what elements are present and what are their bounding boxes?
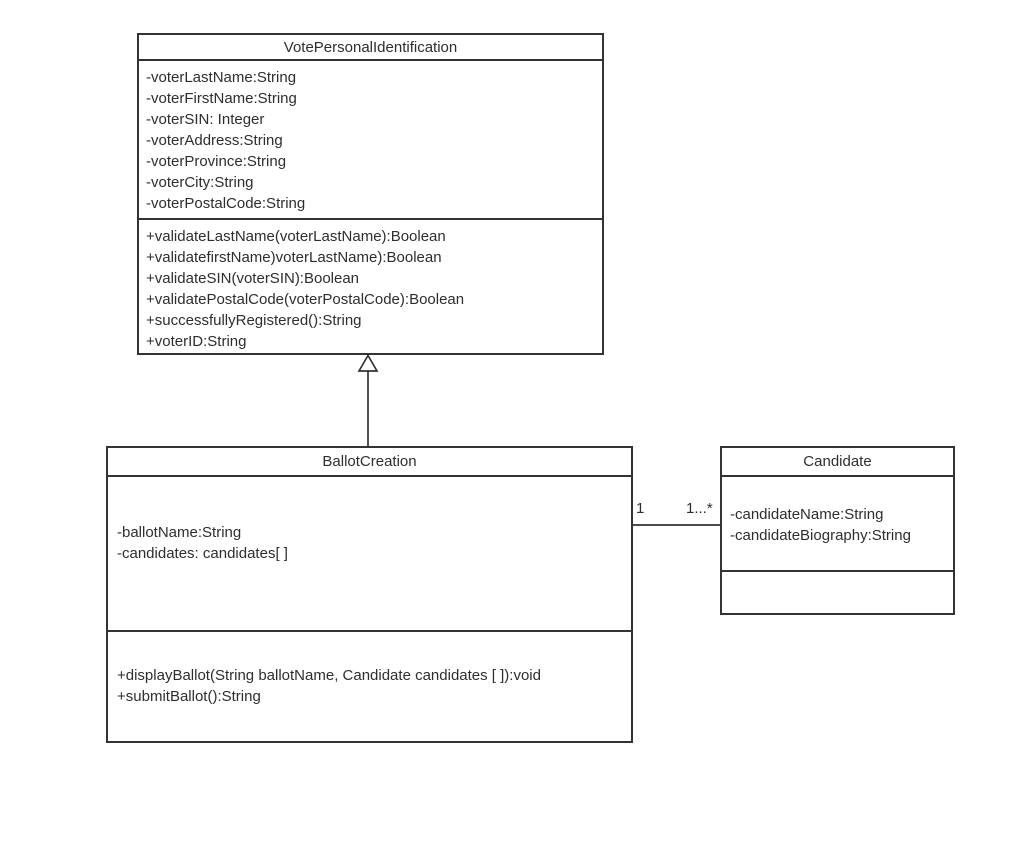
attribute: -voterCity:String bbox=[146, 174, 254, 191]
class-ballotcreation[interactable]: BallotCreation -ballotName:String -candi… bbox=[106, 446, 633, 743]
method: +validateSIN(voterSIN):Boolean bbox=[146, 270, 360, 287]
attributes-compartment: -voterLastName:String -voterFirstName:St… bbox=[139, 61, 602, 220]
method: +voterID:String bbox=[146, 333, 247, 350]
class-candidate[interactable]: Candidate -candidateName:String -candida… bbox=[720, 446, 955, 615]
hollow-triangle-arrowhead bbox=[357, 353, 379, 372]
association-multiplicity-target: 1...* bbox=[686, 500, 713, 517]
methods-compartment: +displayBallot(String ballotName, Candid… bbox=[108, 632, 631, 741]
method: +validatefirstName)voterLastName):Boolea… bbox=[146, 249, 442, 266]
attribute: -voterLastName:String bbox=[146, 69, 297, 86]
attribute: -candidateBiography:String bbox=[730, 527, 911, 544]
generalization-connector[interactable] bbox=[357, 353, 379, 447]
attribute: -voterPostalCode:String bbox=[146, 195, 306, 212]
method: +displayBallot(String ballotName, Candid… bbox=[117, 667, 541, 684]
methods-compartment: +validateLastName(voterLastName):Boolean… bbox=[139, 220, 602, 353]
attribute: -candidateName:String bbox=[730, 506, 884, 523]
attribute: -voterProvince:String bbox=[146, 153, 287, 170]
attributes-compartment: -candidateName:String -candidateBiograph… bbox=[722, 477, 953, 572]
method: +successfullyRegistered():String bbox=[146, 312, 362, 329]
attribute: -ballotName:String bbox=[117, 524, 242, 541]
attributes-compartment: -ballotName:String -candidates: candidat… bbox=[108, 477, 631, 632]
method: +validatePostalCode(voterPostalCode):Boo… bbox=[146, 291, 465, 308]
class-title-ballotcreation: BallotCreation bbox=[108, 448, 631, 477]
attribute: -candidates: candidates[ ] bbox=[117, 545, 288, 562]
class-votepersonalidentification[interactable]: VotePersonalIdentification -voterLastNam… bbox=[137, 33, 604, 355]
methods-compartment-empty bbox=[722, 572, 953, 613]
association-multiplicity-source: 1 bbox=[636, 500, 645, 517]
attribute: -voterFirstName:String bbox=[146, 90, 297, 107]
attribute: -voterSIN: Integer bbox=[146, 111, 265, 128]
class-title-votepersonalidentification: VotePersonalIdentification bbox=[139, 35, 602, 61]
attribute: -voterAddress:String bbox=[146, 132, 283, 149]
method: +submitBallot():String bbox=[117, 688, 261, 705]
class-title-candidate: Candidate bbox=[722, 448, 953, 477]
method: +validateLastName(voterLastName):Boolean bbox=[146, 228, 446, 245]
